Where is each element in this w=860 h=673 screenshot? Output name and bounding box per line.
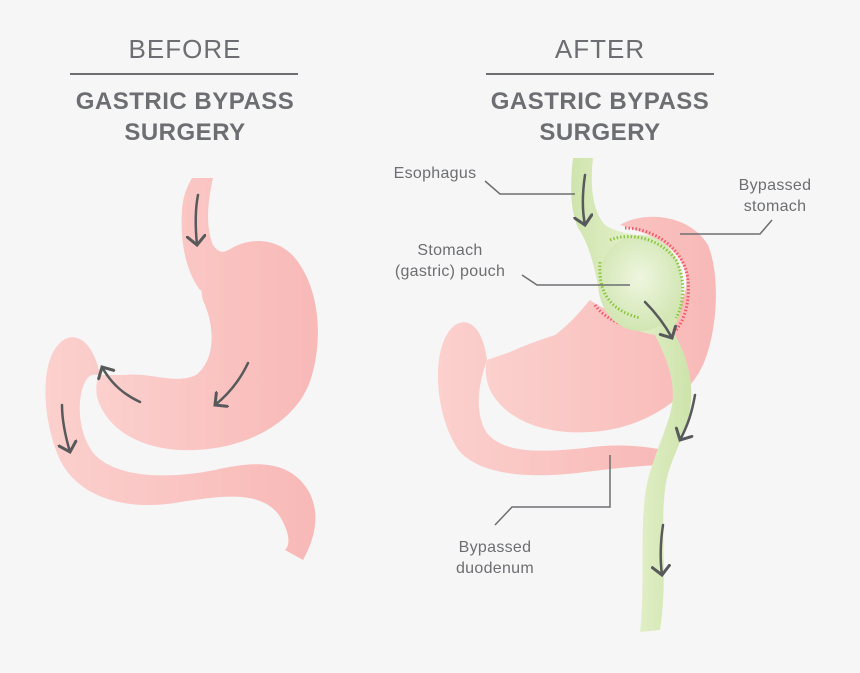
flow-arrow-icon	[62, 403, 70, 452]
before-label: BEFORE	[128, 34, 242, 64]
label-bypassed-stomach: Bypassed stomach	[720, 175, 830, 217]
label-esophagus-text: Esophagus	[393, 165, 477, 182]
after-title-line2: SURGERY	[539, 119, 661, 146]
label-bypassed-duodenum: Bypassed duodenum	[440, 537, 550, 579]
flow-arrow-icon	[196, 193, 198, 245]
leader-lines	[484, 180, 773, 526]
label-bypassed-stomach-line1: Bypassed	[738, 177, 812, 194]
leader-esophagus	[484, 180, 575, 195]
flow-arrow-icon	[680, 393, 697, 440]
flow-arrow-icon	[215, 361, 250, 405]
flow-arrow-icon	[661, 523, 663, 575]
flow-arrow-icon	[643, 300, 672, 338]
before-flow-arrows	[62, 193, 250, 452]
leader-duodenum	[494, 455, 611, 526]
flow-arrow-icon	[583, 173, 585, 225]
label-esophagus: Esophagus	[380, 163, 490, 184]
after-flow-arrows	[583, 173, 697, 575]
label-bypassed-duodenum-line2: duodenum	[455, 560, 535, 577]
label-bypassed-duodenum-line1: Bypassed	[458, 539, 532, 556]
leader-pouch	[521, 274, 630, 286]
before-title-line1: GASTRIC BYPASS	[75, 88, 295, 115]
after-title-line1: GASTRIC BYPASS	[490, 88, 710, 115]
label-gastric-pouch: Stomach (gastric) pouch	[380, 240, 520, 282]
leader-bypassed-stomach	[680, 219, 773, 235]
after-gastric-pouch	[571, 158, 692, 632]
label-gastric-pouch-line2: (gastric) pouch	[394, 263, 506, 280]
before-title-line2: SURGERY	[124, 119, 246, 146]
label-gastric-pouch-line1: Stomach	[417, 242, 483, 259]
after-label: AFTER	[554, 34, 646, 64]
before-divider	[70, 73, 298, 75]
before-stomach	[45, 178, 318, 560]
after-divider	[486, 73, 714, 75]
label-bypassed-stomach-line2: stomach	[743, 198, 807, 215]
flow-arrow-icon	[102, 367, 142, 404]
